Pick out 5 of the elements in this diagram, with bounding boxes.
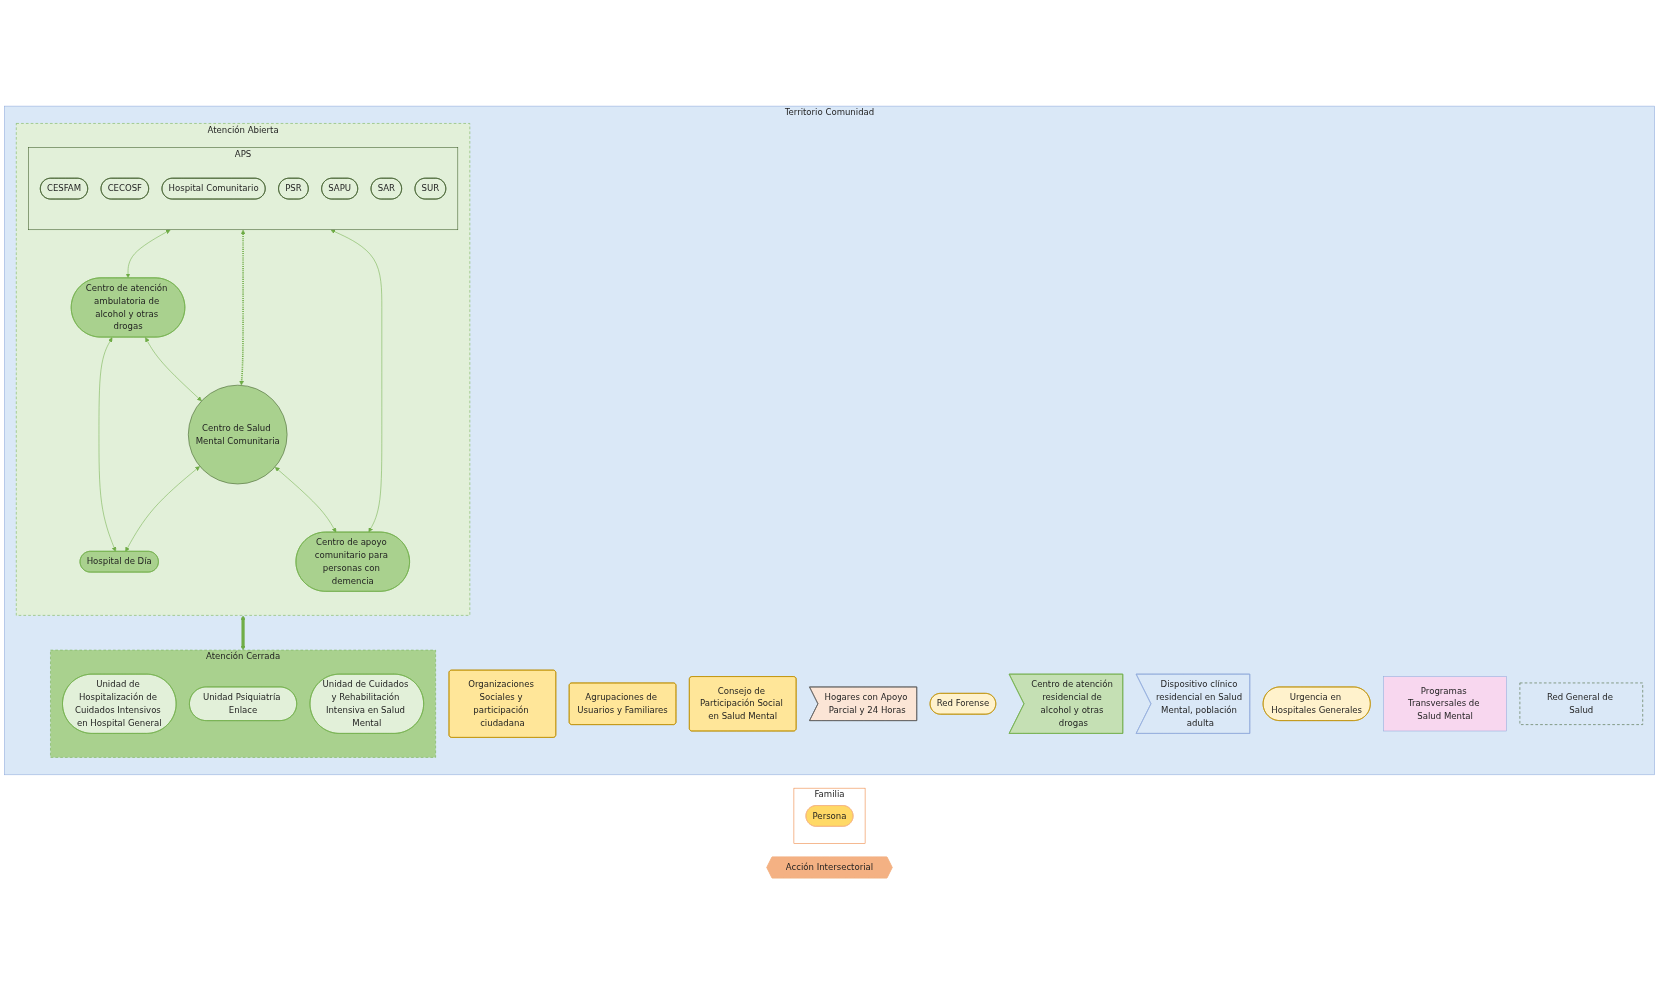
node-box: Programas Transversales de Salud Mental — [1383, 676, 1507, 732]
arrow — [239, 229, 246, 386]
arrow — [240, 615, 246, 651]
node-box: Red General de Salud — [1519, 682, 1643, 725]
node-circle: Centro de Salud Mental Comunitaria — [188, 384, 288, 485]
